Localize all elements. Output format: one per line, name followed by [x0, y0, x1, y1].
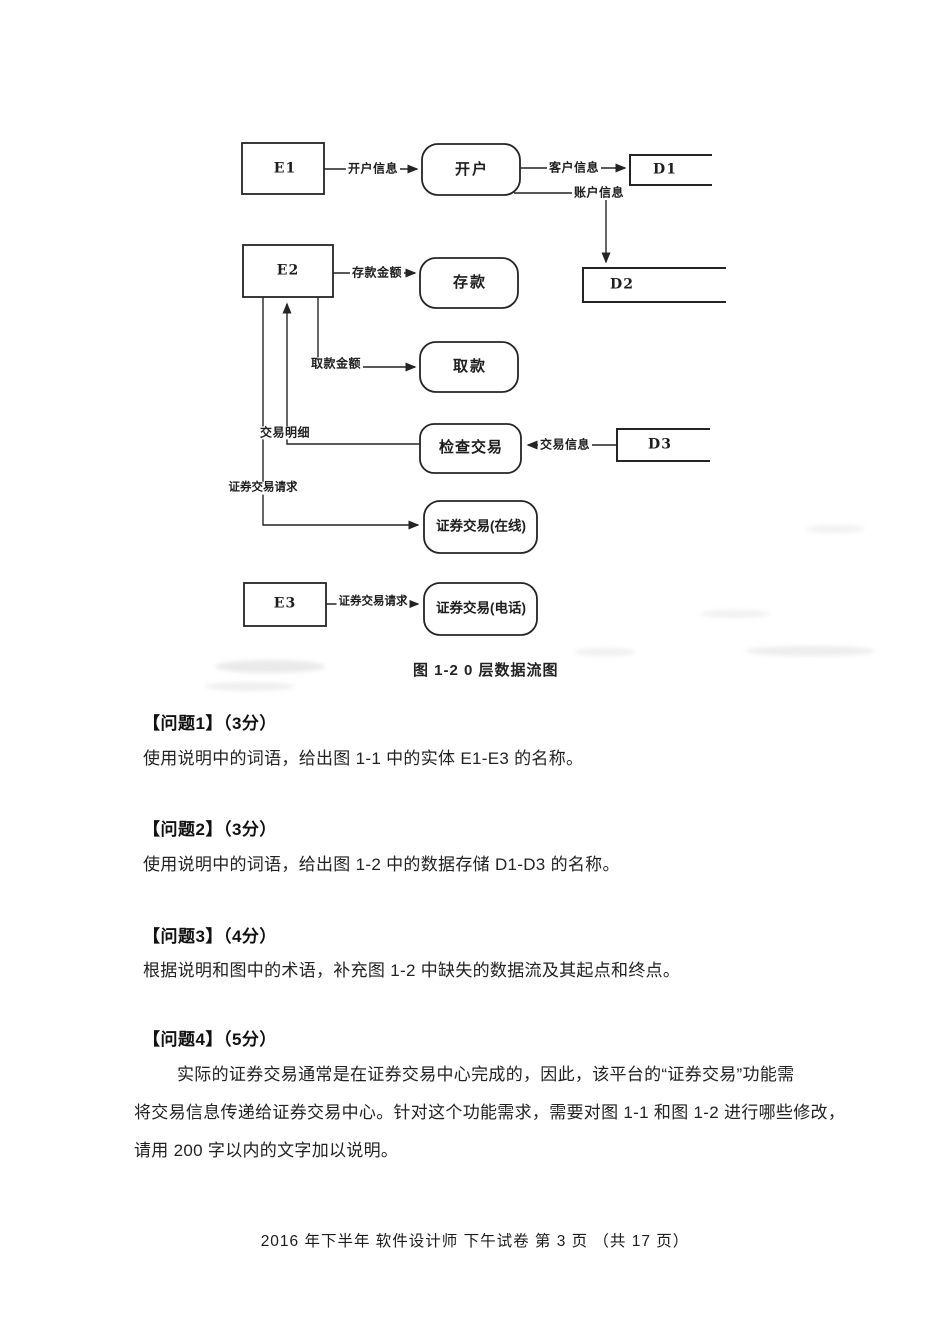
dfd-level0-diagram: E1 E2 E3 开户 存款 取款 检查交易 证券交易(在线) 证券交易(电话)…: [205, 142, 875, 691]
flow-securities-request-phone-label: 证券交易请求: [336, 595, 410, 609]
flow-deposit-amount-label: 存款金额: [349, 265, 405, 280]
question-4-line-2: 将交易信息传递给证券交易中心。针对这个功能需求，需要对图 1-1 和图 1-2 …: [134, 1103, 846, 1122]
process-securities-online-box: [423, 500, 538, 554]
process-securities-online-label: 证券交易(在线): [436, 518, 526, 534]
datastore-d2-label: D2: [610, 276, 634, 293]
process-securities-phone-box: [423, 582, 538, 636]
flow-transaction-detail-label: 交易明细: [257, 425, 313, 440]
process-open-account-label: 开户: [454, 160, 490, 178]
flow-account-info-label: 账户信息: [571, 185, 627, 200]
question-2-heading: 【问题2】（3分）: [143, 820, 277, 839]
entity-e3-label: E3: [273, 595, 297, 612]
question-3-body: 根据说明和图中的术语，补充图 1-2 中缺失的数据流及其起点和终点。: [143, 961, 681, 980]
entity-e1-box: [241, 142, 325, 195]
entity-e1-label: E1: [273, 160, 297, 177]
process-deposit-label: 存款: [452, 273, 488, 291]
dfd-canvas: [241, 142, 726, 636]
process-check-transaction-label: 检查交易: [438, 438, 504, 456]
question-1-body: 使用说明中的词语，给出图 1-1 中的实体 E1-E3 的名称。: [143, 749, 584, 768]
datastore-d1-label: D1: [653, 161, 677, 178]
flow-transaction-detail-line: [282, 302, 420, 445]
question-4-line-3: 请用 200 字以内的文字加以说明。: [134, 1141, 399, 1160]
flow-open-account-info-label: 开户信息: [345, 161, 401, 176]
page-footer: 2016 年下半年 软件设计师 下午试卷 第 3 页 （共 17 页）: [260, 1233, 690, 1250]
question-3-heading: 【问题3】（4分）: [143, 927, 277, 946]
question-2-body: 使用说明中的词语，给出图 1-2 中的数据存储 D1-D3 的名称。: [143, 855, 620, 874]
process-open-account-box: [421, 143, 521, 196]
process-check-transaction-box: [419, 423, 522, 474]
process-withdraw-box: [419, 341, 519, 393]
process-withdraw-label: 取款: [452, 357, 488, 375]
question-1-heading: 【问题1】（3分）: [143, 714, 277, 733]
datastore-d2-shape: [582, 267, 726, 303]
entity-e2-box: [242, 244, 334, 298]
question-4-line-1: 实际的证券交易通常是在证券交易中心完成的，因此，该平台的“证券交易”功能需: [177, 1065, 795, 1084]
process-deposit-box: [419, 257, 519, 309]
process-securities-phone-label: 证券交易(电话): [436, 600, 526, 616]
question-4-heading: 【问题4】（5分）: [143, 1030, 277, 1049]
flow-customer-info-label: 客户信息: [546, 160, 602, 175]
entity-e2-label: E2: [276, 262, 300, 279]
flow-securities-request-online-label: 证券交易请求: [226, 481, 300, 495]
figure-caption: 图 1-2 0 层数据流图: [413, 662, 559, 679]
flow-withdraw-amount-label: 取款金额: [308, 356, 364, 371]
flow-securities-request-online-line: [262, 297, 420, 530]
flow-transaction-info-label: 交易信息: [537, 437, 593, 452]
entity-e3-box: [243, 582, 327, 627]
datastore-d3-label: D3: [648, 436, 672, 453]
datastore-d1-shape: [629, 154, 712, 186]
